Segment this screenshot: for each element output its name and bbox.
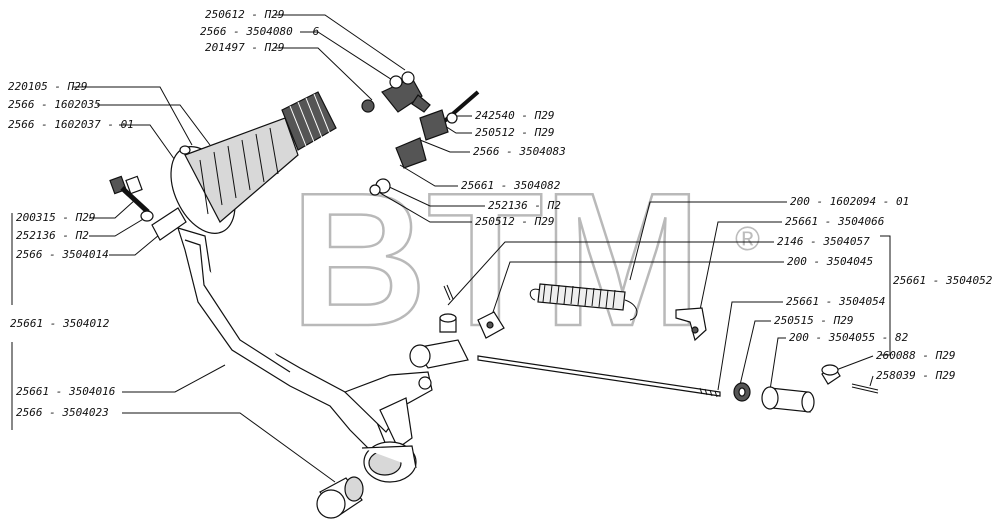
label-2566-3504023: 2566 - 3504023	[16, 406, 109, 419]
label-258039: 258039 - П29	[876, 369, 955, 382]
bolt-left	[109, 175, 154, 222]
clevis	[409, 284, 469, 369]
label-250515: 250515 - П29	[774, 314, 853, 327]
plate	[477, 311, 505, 339]
label-2566-3504014: 2566 - 3504014	[16, 248, 109, 261]
label-242540: 242540 - П29	[475, 109, 554, 122]
label-200-1602094-01: 200 - 1602094 - 01	[790, 195, 909, 208]
pin-and-cotter	[821, 364, 879, 394]
spring	[529, 283, 638, 321]
label-2566-3504080-6: 2566 - 3504080 - 6	[200, 25, 320, 38]
label-250612: 250612 - П29	[205, 8, 284, 21]
pedal-lever	[177, 227, 433, 483]
label-25661-3504082: 25661 - 3504082	[461, 179, 561, 192]
label-200315: 200315 - П29	[16, 211, 95, 224]
label-2146-3504057: 2146 - 3504057	[777, 235, 870, 248]
label-2566-3504083: 2566 - 3504083	[473, 145, 566, 158]
label-220105: 220105 - П29	[8, 80, 87, 93]
label-2566-1602037-01: 2566 - 1602037 - 01	[8, 118, 134, 131]
label-252136-a: 252136 - П2	[488, 199, 561, 212]
label-2566-1602035: 2566 - 1602035	[8, 98, 101, 111]
label-25661-3504012: 25661 - 3504012	[10, 317, 110, 330]
rod	[477, 355, 721, 398]
nut	[733, 382, 751, 402]
label-250512-a: 250512 - П29	[475, 126, 554, 139]
label-201497: 201497 - П29	[205, 41, 284, 54]
fork	[761, 386, 815, 413]
label-200-3504055-82: 200 - 3504055 - 82	[789, 331, 909, 344]
label-25661-3504016: 25661 - 3504016	[16, 385, 116, 398]
part-labels: 250612 - П29 2566 - 3504080 - 6 201497 -…	[8, 8, 993, 419]
watermark-registered: ®	[735, 220, 760, 258]
label-250512-b: 250512 - П29	[475, 215, 554, 228]
label-25661-3504054: 25661 - 3504054	[786, 295, 885, 308]
label-252136-b: 252136 - П2	[16, 229, 89, 242]
bushing	[316, 476, 364, 519]
upper-linkage	[361, 71, 480, 196]
pedal-pad-and-boot	[151, 91, 337, 241]
label-260088: 260088 - П29	[876, 349, 955, 362]
label-25661-3504066: 25661 - 3504066	[785, 215, 885, 228]
label-200-3504045: 200 - 3504045	[787, 255, 873, 268]
bracket	[675, 307, 707, 342]
label-25661-3504052: 25661 - 3504052	[893, 274, 993, 287]
